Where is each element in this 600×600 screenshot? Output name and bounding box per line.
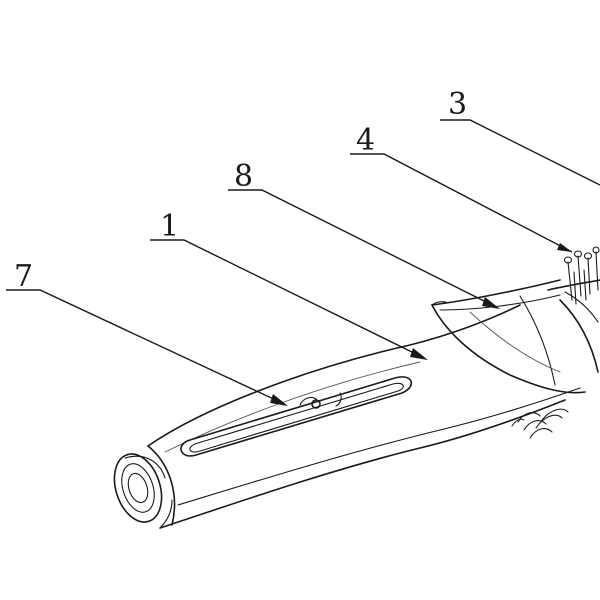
leader-4 [350, 153, 573, 253]
callout-7: 7 [14, 259, 33, 294]
callout-1: 1 [160, 209, 179, 244]
handle-body [147, 304, 581, 529]
leader-1 [150, 239, 421, 357]
callout-3: 3 [448, 87, 467, 122]
leader-3 [440, 119, 600, 186]
scoop-shell [431, 279, 586, 394]
callout-labels: 3 4 8 1 7 [14, 87, 467, 294]
side-ribs [511, 408, 569, 439]
slot-window [180, 376, 413, 457]
leader-lines [6, 119, 600, 406]
rear-cap [113, 453, 166, 523]
leader-7 [6, 289, 281, 403]
leader-8 [228, 189, 493, 306]
callout-8: 8 [234, 159, 253, 194]
arrowhead-8 [482, 297, 500, 309]
bristle-head [547, 246, 600, 373]
arrowhead-1 [410, 348, 428, 360]
arrowhead-4 [557, 243, 572, 252]
arrowhead-7 [270, 394, 288, 406]
callout-4: 4 [356, 123, 375, 158]
